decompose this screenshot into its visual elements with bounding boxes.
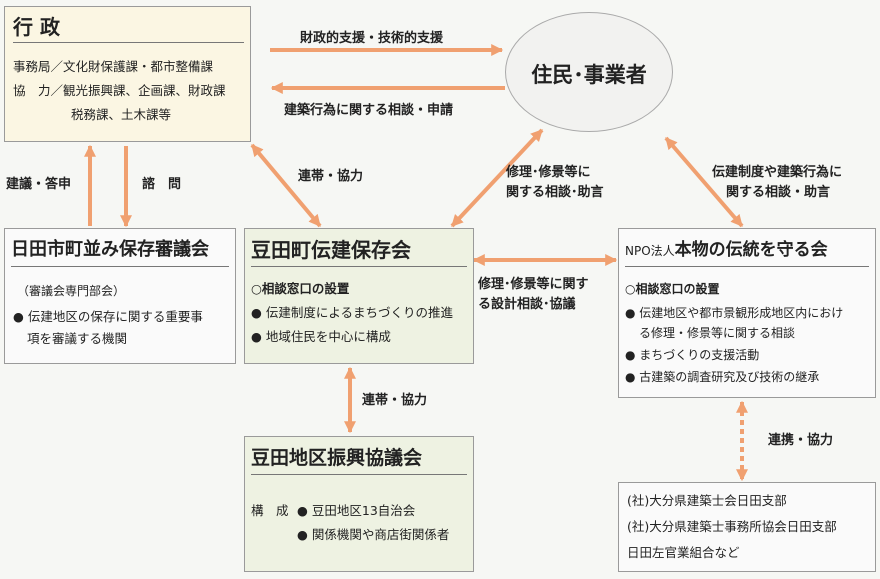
arrow-shuri-jumin — [450, 128, 544, 228]
npo-line-4: ● まちづくりの支援活動 — [625, 348, 760, 362]
kyogikai-kosei: 構 成 — [251, 503, 289, 518]
arrow-rentai-top — [250, 143, 322, 228]
hozonkai-line-1: ○相談窓口の設置 — [251, 281, 350, 296]
gyosei-line-1: 事務局／文化財保護課・都市整備課 — [13, 59, 214, 74]
label-rentai-top: 連帯・協力 — [298, 169, 364, 184]
gyosei-line-2: 協 力／観光振興課、企画課、財政課 — [13, 83, 226, 98]
org-line-3: 日田左官業組合など — [627, 545, 740, 560]
org-line-1: (社)大分県建築士会日田支部 — [627, 493, 787, 508]
label-zaisei: 財政的支援・技術的支援 — [300, 31, 444, 46]
label-shuri-2b: る設計相談･協議 — [478, 297, 576, 312]
label-shuri-2a: 修理･修景等に関す — [478, 277, 589, 292]
label-shuri-1a: 修理･修景等に — [506, 165, 591, 180]
label-renkei: 連携・協力 — [768, 433, 834, 448]
label-kengi: 建議・答申 — [6, 177, 72, 192]
label-shuri-1b: 関する相談･助言 — [506, 185, 604, 200]
npo-prefix: NPO法人 — [625, 244, 675, 258]
gyosei-box: 行 政 事務局／文化財保護課・都市整備課 協 力／観光振興課、企画課、財政課 税… — [4, 6, 251, 142]
npo-line-3: る修理・修景等に関する相談 — [639, 326, 796, 340]
label-dentou-a: 伝建制度や建築行為に — [712, 165, 843, 180]
shingikai-title: 日田市町並み保存審議会 — [11, 235, 229, 267]
gyosei-title: 行 政 — [13, 13, 244, 43]
label-kenchiku: 建築行為に関する相談・申請 — [284, 103, 454, 118]
npo-line-2: ● 伝建地区や都市景観形成地区内におけ — [625, 306, 844, 320]
shingikai-box: 日田市町並み保存審議会 （審議会専門部会） ● 伝建地区の保存に関する重要事 項… — [4, 228, 236, 364]
npo-line-5: ● 古建築の調査研究及び技術の継承 — [625, 370, 820, 384]
hozonkai-box: 豆田町伝建保存会 ○相談窓口の設置 ● 伝建制度によるまちづくりの推進 ● 地域… — [244, 228, 474, 364]
arrow-dentou — [664, 136, 744, 228]
kyogikai-line-1: ● 豆田地区13自治会 — [297, 503, 416, 518]
shingikai-line-2: 項を審議する機関 — [27, 331, 128, 346]
hozonkai-line-3: ● 地域住民を中心に構成 — [251, 329, 391, 344]
npo-box: NPO法人本物の伝統を守る会 ○相談窓口の設置 ● 伝建地区や都市景観形成地区内… — [618, 228, 876, 398]
label-rentai-bottom: 連帯・協力 — [362, 393, 428, 408]
shingikai-line-1: ● 伝建地区の保存に関する重要事 — [13, 309, 203, 324]
org-line-2: (社)大分県建築士事務所協会日田支部 — [627, 519, 837, 534]
hozonkai-line-2: ● 伝建制度によるまちづくりの推進 — [251, 305, 454, 320]
org-box: (社)大分県建築士会日田支部 (社)大分県建築士事務所協会日田支部 日田左官業組… — [618, 482, 876, 572]
npo-title: 本物の伝統を守る会 — [674, 240, 828, 260]
hozonkai-title: 豆田町伝建保存会 — [251, 235, 467, 267]
label-dentou-b: 関する相談・助言 — [726, 185, 831, 200]
kyogikai-box: 豆田地区振興協議会 構 成 ● 豆田地区13自治会 ● 関係機関や商店街関係者 — [244, 436, 474, 572]
jumin-ellipse: 住民･事業者 — [505, 12, 673, 132]
kyogikai-line-2: ● 関係機関や商店街関係者 — [297, 527, 450, 542]
label-shimon: 諮 問 — [142, 177, 182, 192]
jumin-title: 住民･事業者 — [531, 63, 647, 87]
kyogikai-title: 豆田地区振興協議会 — [251, 443, 467, 475]
npo-header: NPO法人本物の伝統を守る会 — [625, 235, 869, 267]
npo-line-1: ○相談窓口の設置 — [625, 282, 720, 296]
shingikai-sub: （審議会専門部会） — [17, 284, 126, 298]
gyosei-line-3: 税務課、土木課等 — [71, 107, 172, 122]
